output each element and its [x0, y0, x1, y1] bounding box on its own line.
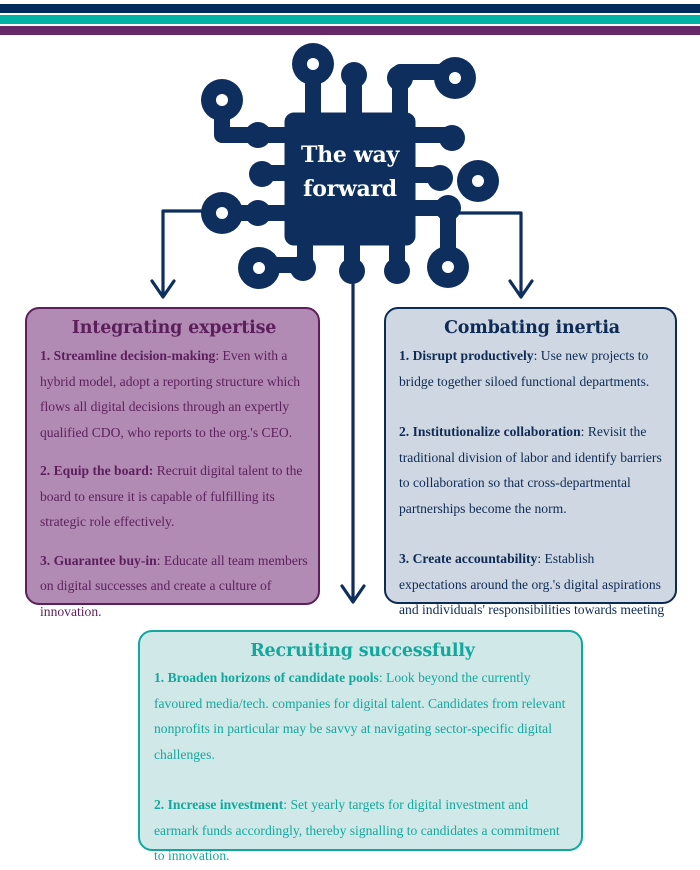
item-text: Recruit digital talent to the board to e… — [40, 463, 303, 529]
header-stripe-navy — [0, 4, 700, 13]
arrow-to-bottom-box — [340, 280, 366, 604]
box-title: Combating inertia — [444, 318, 620, 338]
circuit-pads — [201, 43, 499, 289]
item-sep: : — [283, 797, 291, 812]
item-text: Look beyond the currently favoured media… — [154, 670, 566, 762]
item-label: 2. Equip the board: — [40, 463, 154, 478]
item-text: Educate all team members on digital succ… — [40, 552, 308, 619]
circuit-chip-icon — [150, 43, 534, 604]
chip-title-line2: forward — [303, 176, 397, 202]
list-item: 3. Guarantee buy-in: Educate all team me… — [40, 548, 308, 625]
box-title: Integrating expertise — [71, 318, 277, 338]
item-label: 1. Streamline decision-making — [40, 348, 216, 363]
recruiting-successfully-box: Recruiting successfully 1. Broaden horiz… — [138, 630, 583, 863]
integrating-expertise-box: Integrating expertise 1. Streamline deci… — [25, 307, 320, 619]
chip-title-line1: The way — [301, 142, 399, 168]
chip-body — [284, 112, 416, 246]
list-item: 1. Streamline decision-making: Even with… — [40, 343, 308, 445]
flow-arrows — [150, 209, 534, 604]
item-text: Revisit the traditional division of labo… — [399, 424, 662, 516]
header-stripe-purple — [0, 26, 700, 35]
item-label: 1. Broaden horizons of candidate pools — [154, 670, 379, 685]
list-item: 2. Increase investment: Set yearly targe… — [154, 792, 571, 869]
item-label: 3. Create accountability — [399, 551, 538, 566]
item-text: Establish expectations around the org.'s… — [399, 551, 665, 643]
item-text: Even with a hybrid model, adopt a report… — [40, 348, 301, 440]
arrow-to-right-box — [456, 211, 534, 299]
combating-inertia-box: Combating inertia 1. Disrupt productivel… — [384, 307, 677, 643]
arrow-to-left-box — [150, 209, 203, 299]
item-label: 3. Guarantee buy-in — [40, 552, 157, 568]
header-stripe-teal — [0, 15, 700, 24]
chip-title: The way forward — [285, 138, 415, 206]
item-label: 2. Institutionalize collaboration — [399, 424, 581, 439]
list-item: 1. Disrupt productively: Use new project… — [399, 343, 665, 394]
box-title: Recruiting successfully — [250, 641, 475, 661]
list-item: 2. Equip the board: Recruit digital tale… — [40, 458, 308, 535]
item-sep: : — [533, 348, 541, 363]
item-label: 2. Increase investment — [154, 797, 284, 812]
pad-holes — [216, 58, 484, 274]
item-text: Set yearly targets for digital investmen… — [154, 797, 560, 863]
list-item: 3. Create accountability: Establish expe… — [399, 546, 665, 648]
list-item: 2. Institutionalize collaboration: Revis… — [399, 419, 665, 521]
item-sep: : — [156, 552, 164, 568]
list-item: 1. Broaden horizons of candidate pools: … — [154, 665, 571, 767]
item-sep: : — [215, 348, 223, 363]
item-sep: : — [580, 424, 588, 439]
item-sep: : — [537, 551, 545, 566]
item-sep: : — [378, 670, 387, 685]
item-label: 1. Disrupt productively — [399, 348, 534, 363]
item-text: Use new projects to bridge together silo… — [399, 348, 650, 389]
